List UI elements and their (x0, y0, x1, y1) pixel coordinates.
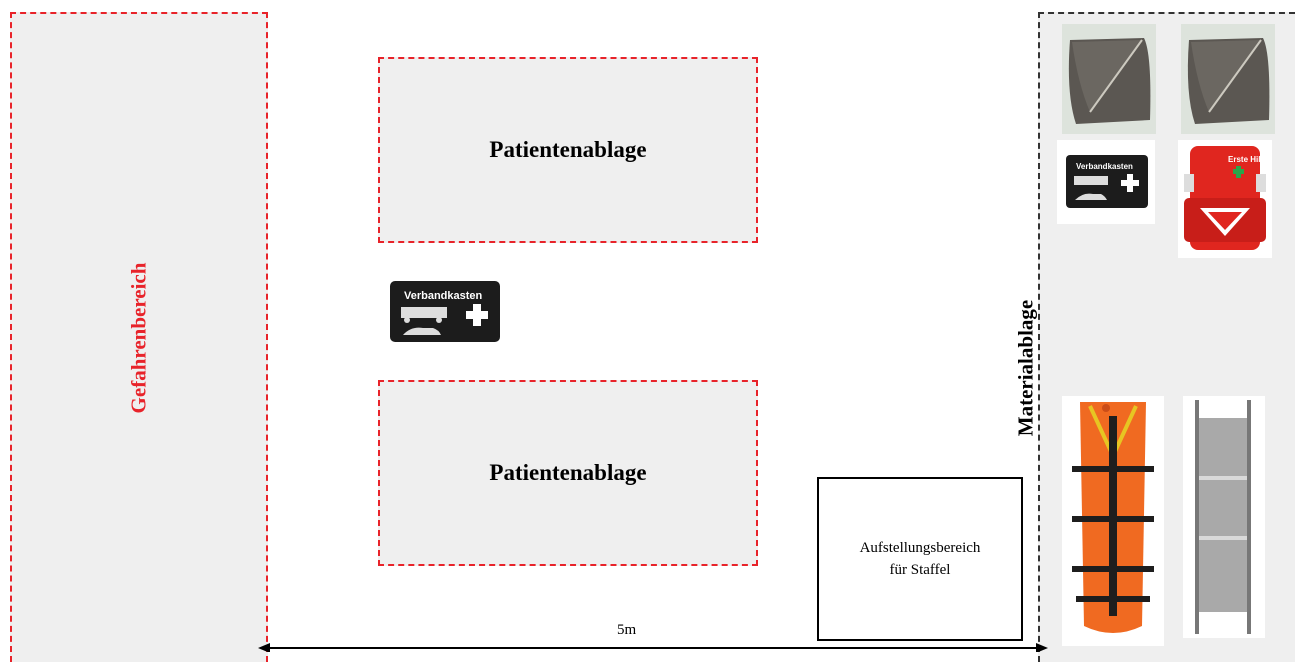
patient-area-label: Patientenablage (489, 137, 647, 162)
setup-area: Aufstellungsbereich für Staffel (817, 477, 1023, 641)
kit-brand-text: Verbandkasten (1076, 162, 1133, 171)
dimension-arrow (258, 643, 1048, 652)
material-zone-label: Materialablage (1013, 299, 1038, 437)
patient-area-label: Patientenablage (489, 460, 647, 485)
stretcher-icon (1195, 400, 1251, 634)
danger-zone: Gefahrenbereich (10, 12, 268, 662)
first-aid-backpack-icon: Erste Hilfe (1184, 146, 1268, 250)
first-aid-kit-icon: Verbandkasten (1066, 155, 1148, 208)
blanket-icon (1181, 24, 1275, 134)
danger-zone-label: Gefahrenbereich (126, 262, 151, 414)
setup-area-label-line1: Aufstellungsbereich (859, 540, 981, 556)
patient-area-bottom: Patientenablage (378, 380, 758, 566)
backpack-text: Erste Hilfe (1228, 155, 1268, 164)
dimension-label: 5m (617, 622, 637, 638)
kit-brand-text: Verbandkasten (404, 290, 483, 302)
patient-area-top: Patientenablage (378, 57, 758, 243)
spine-board-icon (1072, 402, 1154, 633)
setup-area-label-line2: für Staffel (889, 562, 951, 578)
blanket-icon (1062, 24, 1156, 134)
first-aid-kit-icon: Verbandkasten (390, 281, 500, 342)
